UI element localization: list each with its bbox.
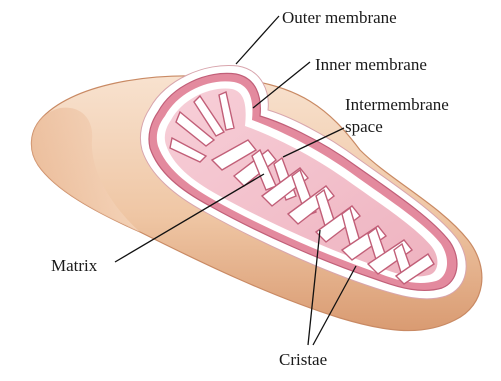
label-matrix: Matrix [51, 256, 98, 275]
label-cristae: Cristae [279, 350, 327, 369]
label-outer-membrane: Outer membrane [282, 8, 397, 27]
leader-outer-membrane [236, 16, 279, 64]
label-intermembrane-line2: space [345, 117, 383, 136]
label-intermembrane-line1: Intermembrane [345, 95, 449, 114]
label-inner-membrane: Inner membrane [315, 55, 427, 74]
